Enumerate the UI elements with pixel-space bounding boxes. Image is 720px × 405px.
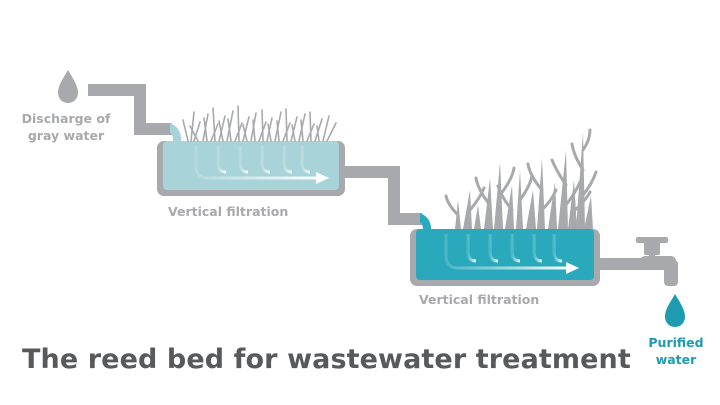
flow-arrow-icon — [194, 146, 318, 180]
purified-water-label: Purified water — [640, 334, 712, 368]
water-tap-icon — [636, 237, 678, 286]
inlet-pipe — [88, 84, 172, 135]
water-drop-icon — [665, 294, 685, 327]
transfer-pipe — [339, 166, 422, 225]
transfer-pour — [420, 213, 432, 231]
filtration-1-label: Vertical filtration — [168, 204, 289, 219]
purified-label-line2: water — [655, 352, 697, 367]
diagram-title: The reed bed for wastewater treatment — [22, 344, 631, 375]
filtration-basin-1 — [157, 141, 345, 196]
discharge-label-line1: Discharge of — [21, 111, 111, 126]
flow-arrow-icon — [444, 234, 568, 270]
filtration-basin-2 — [410, 229, 600, 286]
inlet-pour — [170, 123, 182, 141]
water-drop-icon — [58, 70, 78, 103]
reed-leaves — [444, 128, 598, 217]
reed-plants-icon — [455, 132, 593, 229]
discharge-label: Discharge of gray water — [18, 110, 114, 144]
filtration-2-label: Vertical filtration — [419, 292, 540, 307]
purified-label-line1: Purified — [648, 335, 704, 350]
reed-plants-icon — [182, 105, 337, 142]
discharge-label-line2: gray water — [27, 128, 105, 143]
